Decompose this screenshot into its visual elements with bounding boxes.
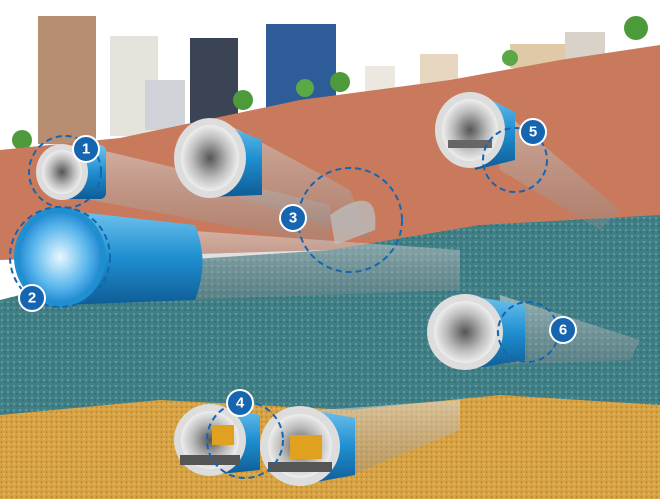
svg-text:4: 4 <box>236 395 245 412</box>
marker-2[interactable]: 2 <box>18 284 46 312</box>
marker-5[interactable]: 5 <box>519 118 547 146</box>
tunnel-3 <box>174 118 403 273</box>
svg-text:1: 1 <box>82 141 90 158</box>
svg-text:6: 6 <box>559 322 567 339</box>
tunnel-2 <box>9 206 203 308</box>
marker-4[interactable]: 4 <box>226 389 254 417</box>
svg-text:5: 5 <box>529 124 537 141</box>
tunnel-4 <box>174 401 355 486</box>
city-skyline <box>12 16 648 150</box>
tunnel-5 <box>435 92 548 193</box>
tunnel-1 <box>28 135 106 209</box>
marker-6[interactable]: 6 <box>549 316 577 344</box>
marker-1[interactable]: 1 <box>72 135 100 163</box>
svg-text:3: 3 <box>289 210 297 227</box>
tunnel-6 <box>427 294 559 370</box>
marker-3[interactable]: 3 <box>279 204 307 232</box>
svg-text:2: 2 <box>28 290 36 307</box>
